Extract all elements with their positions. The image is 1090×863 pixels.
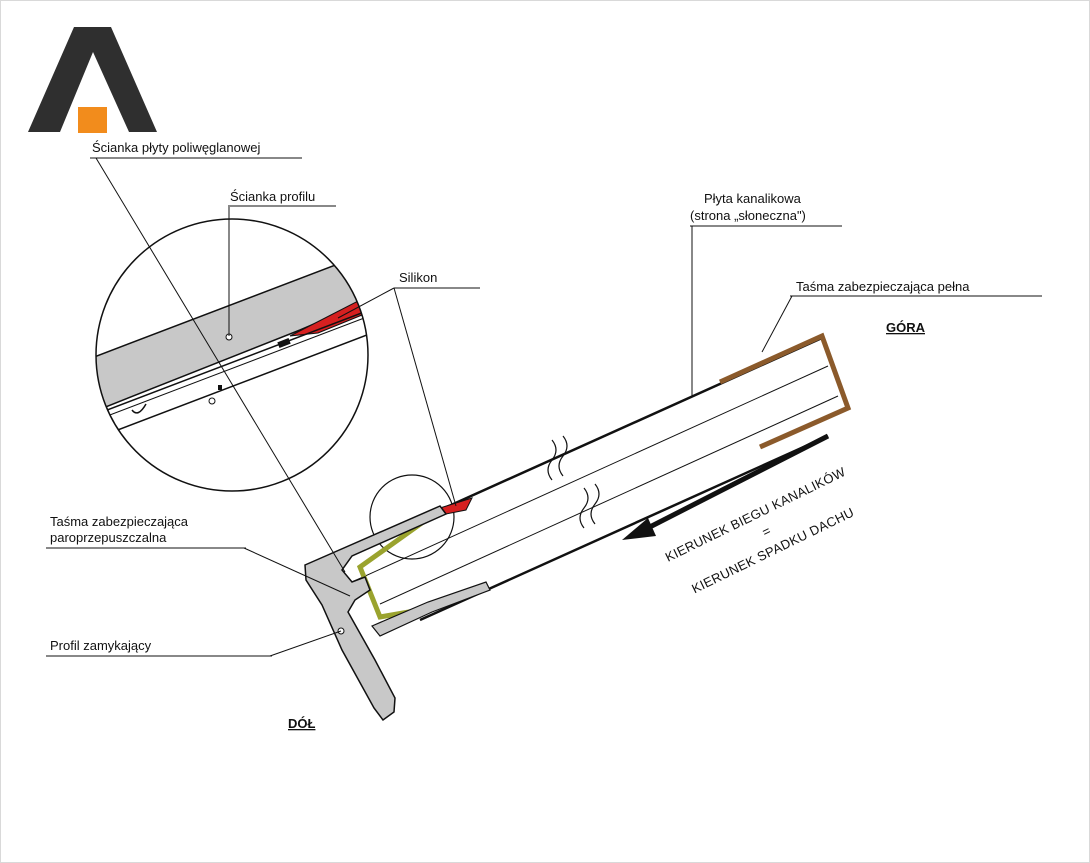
direction-arrow-icon	[622, 433, 830, 540]
leader-lines	[46, 157, 1042, 657]
label-bottom: DÓŁ	[288, 716, 316, 731]
label-direction-equals: =	[760, 523, 774, 540]
closing-profile-lower-lip	[371, 581, 491, 637]
zoom-detail-circle	[95, 218, 369, 492]
label-closing-profile: Profil zamykający	[50, 638, 152, 653]
label-profile-wall: Ścianka profilu	[230, 189, 315, 204]
a-roof-logo-icon	[28, 27, 157, 133]
label-direction-slope: KIERUNEK SPADKU DACHU	[689, 504, 856, 596]
zoom-polycarbonate-wall	[96, 246, 368, 427]
label-tape-vapor-line2: paroprzepuszczalna	[50, 530, 167, 545]
detail-marker-circle	[369, 474, 455, 560]
logo-accent-square	[78, 107, 107, 133]
label-tape-full: Taśma zabezpieczająca pełna	[796, 279, 970, 294]
polycarbonate-panel	[351, 336, 839, 622]
label-polycarbonate-wall: Ścianka płyty poliwęglanowej	[92, 140, 260, 155]
label-panel-line2: (strona „słoneczna")	[690, 208, 806, 223]
label-panel-line1: Płyta kanalikowa	[704, 191, 802, 206]
closing-profile	[304, 505, 448, 722]
zoom-circle-outline	[95, 218, 369, 492]
label-tape-vapor-line1: Taśma zabezpieczająca	[50, 514, 189, 529]
direction-text: KIERUNEK BIEGU KANALIKÓW = KIERUNEK SPAD…	[663, 464, 857, 596]
label-top: GÓRA	[886, 320, 926, 335]
tape-full	[718, 332, 852, 450]
label-silicone: Silikon	[399, 270, 437, 285]
